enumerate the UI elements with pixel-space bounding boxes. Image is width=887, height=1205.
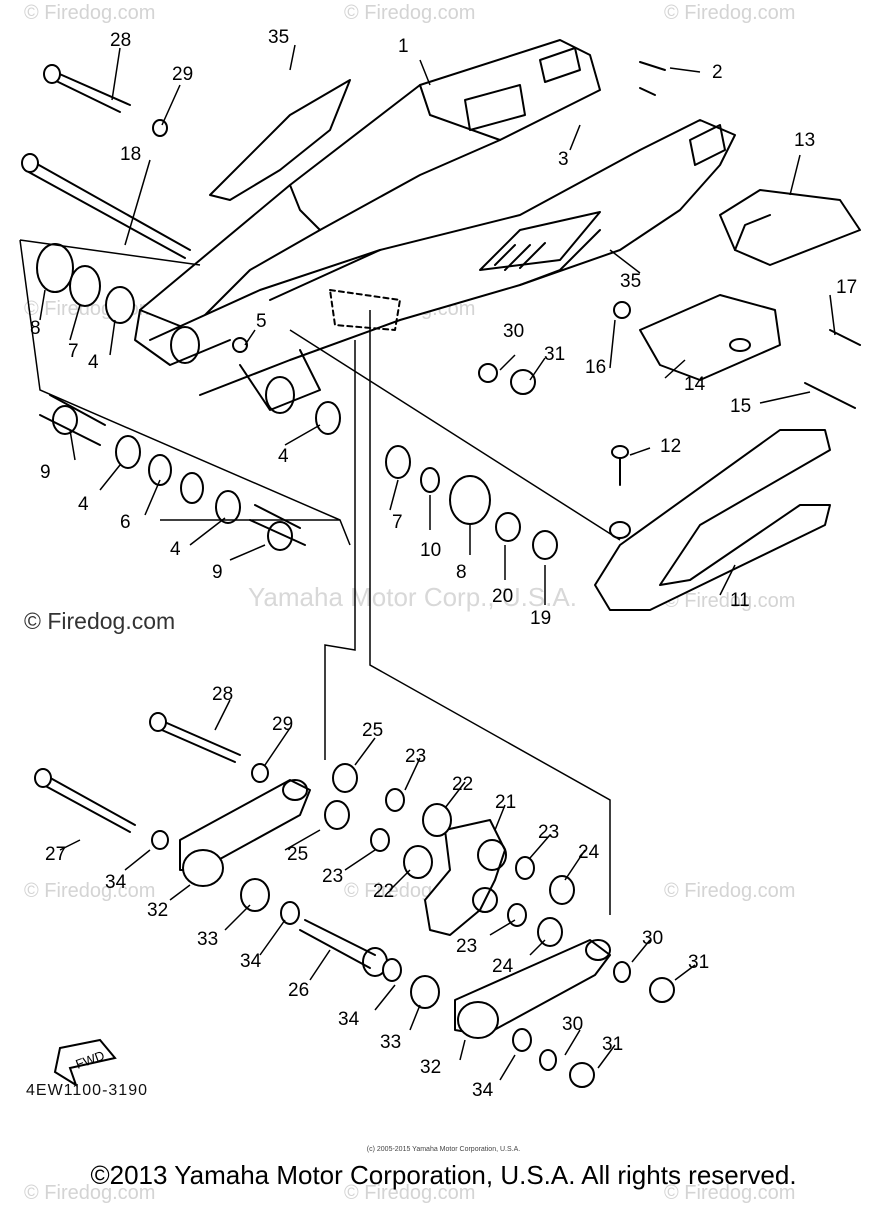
chain-support-part-14 [639, 294, 781, 381]
callout-4: 4 [170, 539, 181, 560]
callout-35: 35 [620, 271, 641, 292]
callout-11: 11 [730, 590, 750, 611]
watermark-bottom-right: © Firedog.com [664, 1182, 796, 1204]
watermark-low-right: © Firedog.com [664, 880, 796, 902]
callout-23: 23 [538, 822, 559, 843]
callout-22: 22 [373, 881, 394, 902]
callout-8: 8 [30, 318, 41, 339]
chain-puller-part-13 [719, 189, 861, 266]
callout-10: 10 [420, 540, 441, 561]
callout-9: 9 [212, 562, 223, 583]
callout-30: 30 [503, 321, 524, 342]
callout-15: 15 [730, 396, 751, 417]
callout-13: 13 [794, 130, 815, 151]
callout-24: 24 [578, 842, 600, 863]
connecting-rod-32-upper [179, 779, 311, 887]
callout-29: 29 [272, 714, 293, 735]
callout-21: 21 [495, 792, 516, 813]
diagram-code: 4EW1100-3190 [26, 1082, 148, 1099]
seal-guard-35-upper [209, 79, 351, 201]
callout-23: 23 [322, 866, 343, 887]
callout-30: 30 [642, 928, 663, 949]
box-line-b [324, 310, 611, 915]
small-copyright: (c) 2005-2015 Yamaha Motor Corporation, … [366, 1146, 521, 1153]
callout-1: 1 [398, 36, 409, 57]
callout-30: 30 [562, 1014, 583, 1035]
callout-28: 28 [110, 30, 131, 51]
relay-arm-part-21 [424, 819, 507, 936]
callout-3: 3 [558, 149, 569, 170]
callout-14: 14 [684, 374, 706, 395]
callout-5: 5 [256, 311, 267, 332]
callout-33: 33 [380, 1032, 401, 1053]
watermark-top-right: © Firedog.com [664, 2, 796, 24]
callout-20: 20 [492, 586, 513, 607]
callout-17: 17 [836, 277, 857, 298]
callout-31: 31 [544, 344, 565, 365]
callout-6: 6 [120, 512, 131, 533]
callout-23: 23 [405, 746, 426, 767]
bolts [21, 61, 861, 833]
callout-26: 26 [288, 980, 309, 1001]
callout-23: 23 [456, 936, 477, 957]
watermark-top-center: © Firedog.com [344, 2, 476, 24]
callout-22: 22 [452, 774, 473, 795]
fwd-arrow: FWD [53, 1038, 117, 1088]
callout-18: 18 [120, 144, 141, 165]
footer-copyright: ©2013 Yamaha Motor Corporation, U.S.A. A… [90, 1160, 797, 1190]
callout-8: 8 [456, 562, 467, 583]
watermark-top-left: © Firedog.com [24, 2, 156, 24]
callout-34: 34 [338, 1009, 360, 1030]
callout-27: 27 [45, 844, 66, 865]
watermark-mid-right: © Firedog.com [664, 590, 796, 612]
callout-28: 28 [212, 684, 233, 705]
callout-31: 31 [688, 952, 709, 973]
chain-guide-part-11 [594, 429, 831, 611]
watermark-bottom-center: © Firedog.com [344, 1182, 476, 1204]
callout-35: 35 [268, 27, 289, 48]
center-watermark: Yamaha Motor Corp., U.S.A. [248, 582, 577, 612]
box-line-c [160, 329, 621, 541]
callout-25: 25 [287, 844, 308, 865]
box-line-a [19, 239, 351, 546]
watermark-low-left: © Firedog.com [24, 880, 156, 902]
firedog-watermark-left: © Firedog.com [24, 608, 176, 634]
callout-25: 25 [362, 720, 383, 741]
callout-16: 16 [585, 357, 606, 378]
callout-32: 32 [420, 1057, 441, 1078]
callout-7: 7 [68, 341, 79, 362]
callout-2: 2 [712, 62, 723, 83]
callout-29: 29 [172, 64, 193, 85]
callout-34: 34 [472, 1080, 494, 1101]
callout-9: 9 [40, 462, 51, 483]
connecting-rod-32-lower [454, 939, 611, 1039]
callout-24: 24 [492, 956, 514, 977]
callout-12: 12 [660, 436, 681, 457]
callout-4: 4 [88, 352, 99, 373]
callout-34: 34 [240, 951, 262, 972]
bushings-and-washers [36, 119, 675, 1088]
callout-7: 7 [392, 512, 403, 533]
swingarm-part-1 [134, 39, 736, 414]
callout-19: 19 [530, 608, 551, 629]
callout-4: 4 [278, 446, 289, 467]
callout-32: 32 [147, 900, 168, 921]
watermark-bottom-left: © Firedog.com [24, 1182, 156, 1204]
callout-34: 34 [105, 872, 127, 893]
callout-4: 4 [78, 494, 89, 515]
leader-lines [39, 44, 836, 1081]
callout-31: 31 [602, 1034, 623, 1055]
callout-33: 33 [197, 929, 218, 950]
